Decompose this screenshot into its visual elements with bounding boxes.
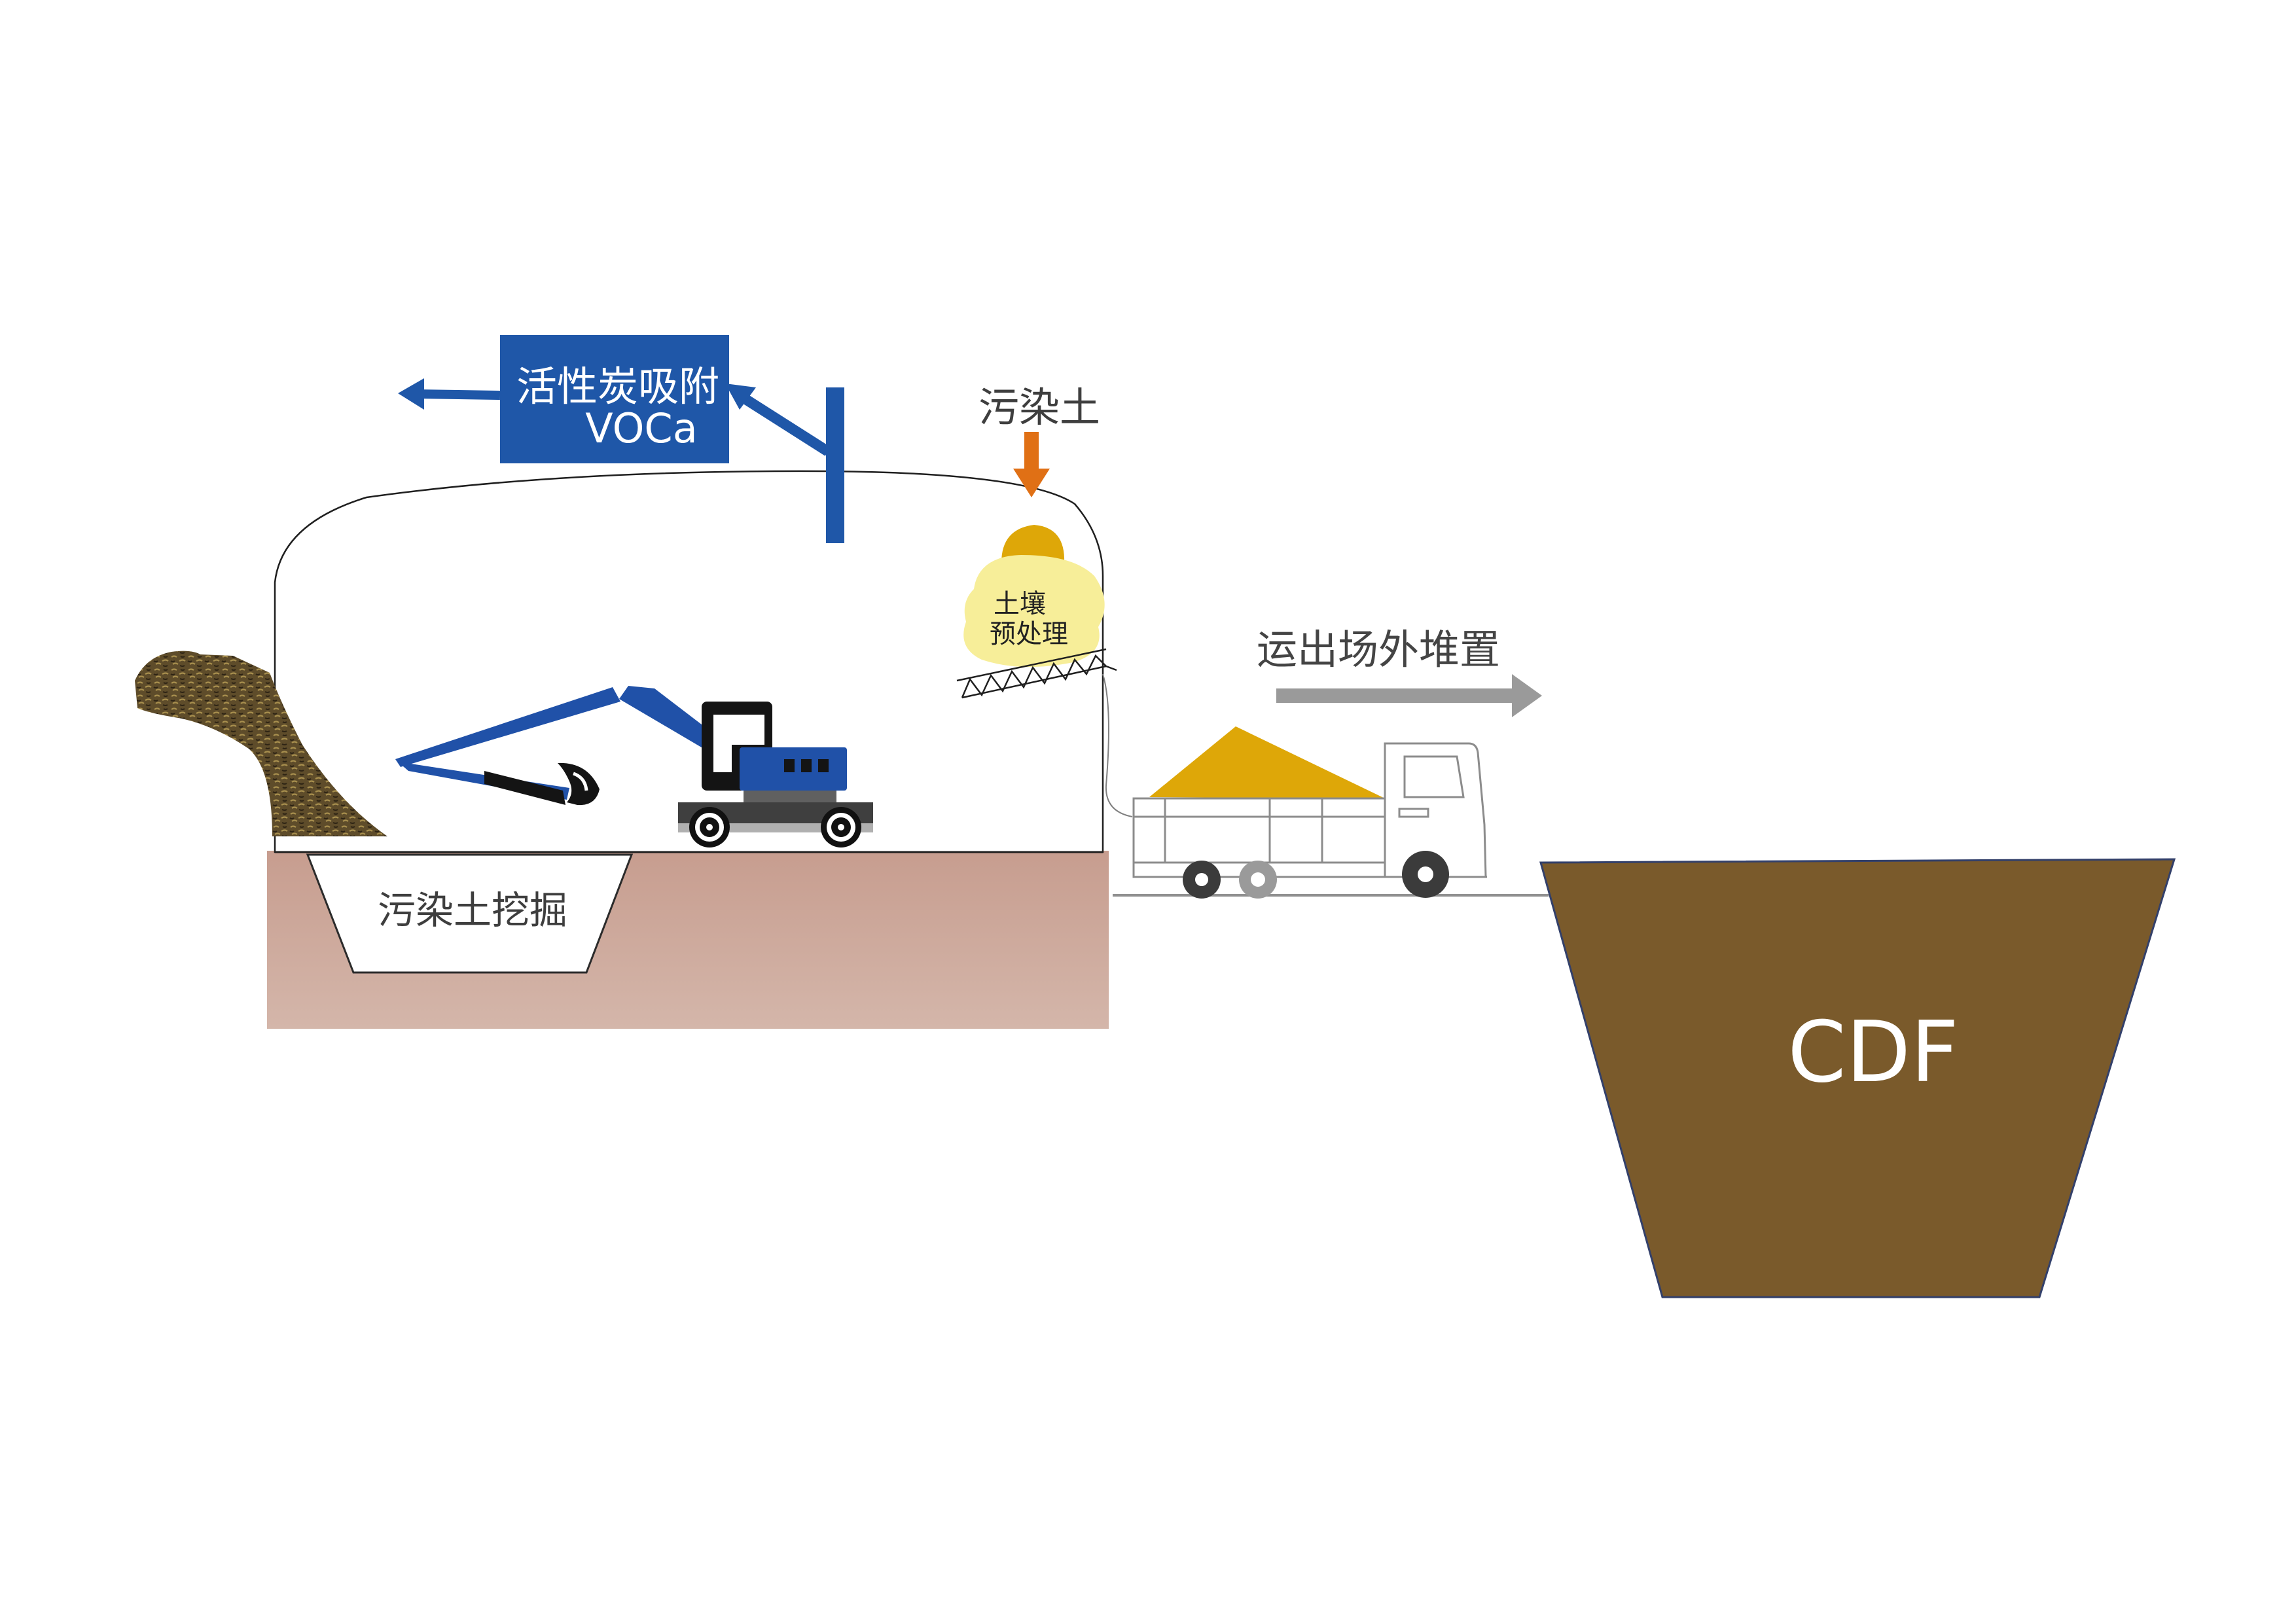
adsorption-label: 活性炭吸附 — [516, 363, 719, 410]
cdf-facility: CDF — [1539, 858, 2176, 1298]
excavator-cab-window — [713, 715, 764, 772]
arrow-left-icon — [398, 378, 424, 410]
soil-pile-gold — [1001, 525, 1065, 563]
conveyor-icon — [956, 648, 1117, 699]
truck-wheel-1 — [1183, 861, 1221, 899]
ground-section: 污染土挖掘 — [267, 851, 1109, 1029]
transport-section: 运出场外堆置 — [1102, 626, 1549, 899]
excavation-label: 污染土挖掘 — [378, 888, 567, 933]
vocs-label: VOCa — [585, 404, 697, 452]
excavator-wheel-rear — [821, 807, 861, 847]
arrow-right-icon — [1512, 674, 1542, 717]
truck-wheel-2 — [1239, 861, 1277, 899]
truck-wheel-3 — [1402, 851, 1449, 898]
cdf-label: CDF — [1787, 1004, 1959, 1101]
transport-label: 运出场外堆置 — [1257, 626, 1500, 673]
excavation-pit — [306, 853, 634, 974]
excavator-boom-upper — [619, 686, 721, 751]
truck-load — [1149, 726, 1385, 798]
excavator-stick-lower — [484, 771, 565, 805]
enclosure-exit-line — [1102, 673, 1133, 817]
excavator-icon — [395, 686, 873, 847]
excavator-bucket — [558, 762, 600, 806]
excavator-turntable — [744, 791, 836, 802]
transport-arrow-shaft-2 — [1339, 688, 1516, 703]
enclosure-dome — [274, 470, 1104, 853]
pretreatment-unit — [963, 555, 1105, 668]
excavator-bucket-tip — [573, 772, 588, 791]
excavator-wheel-front — [689, 807, 730, 847]
excavator-boom — [395, 687, 620, 767]
excavator-vent-2 — [801, 759, 812, 772]
arrow-up-left-icon — [725, 383, 756, 410]
dump-truck-icon — [1132, 726, 1487, 899]
adsorption-unit — [500, 335, 729, 463]
soil-mound — [135, 651, 387, 836]
truck-cab — [1384, 742, 1487, 878]
excavator-vent-1 — [784, 759, 795, 772]
arrow-shaft — [1024, 432, 1039, 470]
exhaust-pipe — [826, 387, 844, 543]
exhaust-line — [417, 389, 501, 400]
duct-line — [738, 392, 831, 456]
pretreatment-station: 污染土 土壤 预处理 — [956, 383, 1117, 699]
cdf-basin — [1539, 858, 2176, 1298]
transport-arrow-shaft — [1276, 688, 1339, 703]
arrow-down-icon — [1013, 469, 1050, 497]
contaminated-soil-label: 污染土 — [978, 383, 1100, 431]
ventilation-system: 活性炭吸附 VOCa — [398, 335, 844, 543]
pretreatment-label-line1: 土壤 — [994, 589, 1046, 619]
pretreatment-label-line2: 预处理 — [990, 619, 1068, 649]
excavator-vent-3 — [818, 759, 829, 772]
